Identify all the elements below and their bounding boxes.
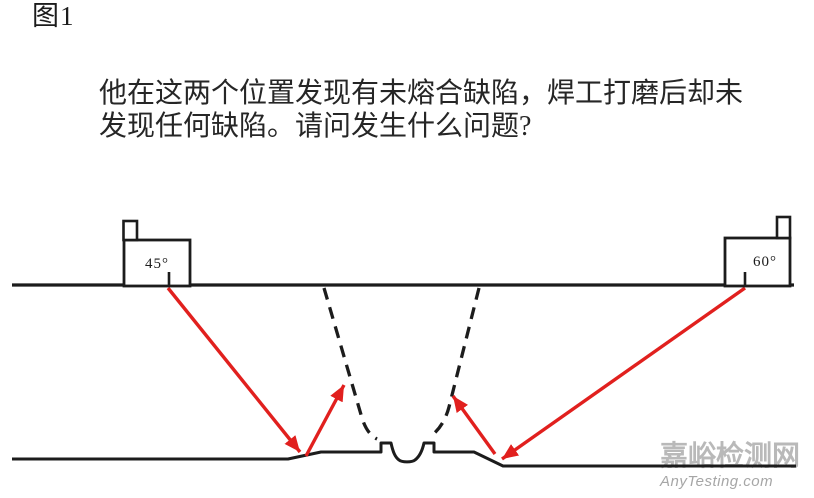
left-probe-connector [122,219,139,242]
right-probe-reflected-beam [451,395,497,455]
figure-label: 图1 [32,1,75,31]
right-probe-body [723,236,792,288]
watermark: 嘉峪检测网 AnyTesting.com [659,440,800,491]
left-probe-angle-label: 45° [145,256,169,272]
right-probe-connector [775,215,792,240]
right-weld-bevel-dashed-line [429,287,481,438]
left-probe-reflected-beam [304,384,346,457]
question-text: 他在这两个位置发现有未熔合缺陷，焊工打磨后却未 发现任何缺陷。请问发生什么问题? [99,77,779,143]
watermark-chinese: 嘉峪检测网 [659,440,800,471]
watermark-english: AnyTesting.com [659,473,774,490]
left-probe-incident-beam [166,286,302,454]
left-probe-45: 45° [122,219,192,288]
left-probe-body [122,238,192,288]
right-probe-angle-label: 60° [753,254,777,270]
question-line-2: 发现任何缺陷。请问发生什么问题? [99,111,532,142]
right-probe-incident-beam [501,286,746,461]
left-weld-bevel-dashed-line [322,287,378,441]
right-probe-60: 60° [723,215,792,288]
question-line-1: 他在这两个位置发现有未熔合缺陷，焊工打磨后却未 [99,78,744,109]
